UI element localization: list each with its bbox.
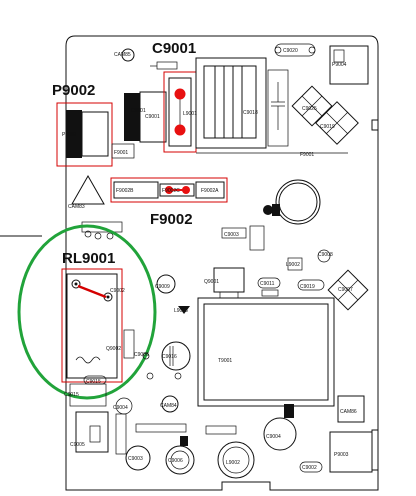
cam86-part: CAM86 bbox=[337, 395, 365, 423]
c9008-label: C9008 bbox=[318, 252, 333, 258]
p9003-connector: P9003 bbox=[329, 431, 373, 473]
board-outline bbox=[65, 35, 379, 491]
p9002-connector: P9002 bbox=[56, 102, 113, 167]
t9001-transformer: T9001 bbox=[197, 297, 335, 407]
cam86-label: CAM86 bbox=[340, 409, 357, 415]
bulk-capacitor bbox=[263, 179, 321, 225]
c9004-bottom: C9004 bbox=[263, 404, 297, 451]
vertical-cap bbox=[267, 69, 289, 147]
c9003-bottom: C9003 bbox=[125, 445, 151, 471]
bottom-bars bbox=[115, 413, 237, 455]
l9002-bottom-label: L9002 bbox=[226, 460, 240, 466]
p9002-callout-label: P9002 bbox=[52, 82, 95, 99]
p9003-label: P9003 bbox=[334, 452, 349, 458]
cam83-label: CAM83 bbox=[68, 204, 85, 210]
p9002-inner-label: P9002 bbox=[62, 132, 77, 138]
c9001-capacitor: C9001 C9001 bbox=[124, 91, 167, 143]
rl9001-relay: C9002 bbox=[61, 268, 125, 383]
c9011-label: C9011 bbox=[260, 281, 275, 287]
c9005-label: C9005 bbox=[70, 442, 85, 448]
p9004-part: P9004 bbox=[329, 45, 369, 85]
l9002-bottom: L9002 bbox=[217, 441, 255, 479]
f9002-fuse: F9002B F9002C F9002A bbox=[110, 177, 228, 203]
c9019b-label: C9019 bbox=[300, 284, 315, 290]
c9007-part: C9007 bbox=[327, 269, 369, 311]
c9001-inner-label: C9001 bbox=[145, 114, 160, 120]
f9002c-label: F9002C bbox=[162, 188, 180, 194]
f9002-callout-label: F9002 bbox=[150, 211, 193, 228]
c9019b-part: C9019 bbox=[297, 279, 325, 291]
c9001-label-group: C9001 bbox=[152, 40, 196, 57]
l9002-part: L9002 C9008 bbox=[286, 249, 333, 271]
l9001-top-dot bbox=[174, 88, 186, 100]
c9009-part: C9009 bbox=[155, 274, 176, 294]
t9001-label: T9001 bbox=[218, 358, 232, 364]
c9015-label: C9015 bbox=[86, 379, 101, 385]
c9016-part: C9016 bbox=[146, 341, 191, 380]
c9025-part: C9025 bbox=[291, 85, 333, 127]
c9004-part: C9004 bbox=[113, 397, 133, 415]
c9025-label: C9025 bbox=[302, 106, 317, 112]
f9002b-label: F9002B bbox=[116, 188, 134, 194]
c9007-label: C9007 bbox=[338, 287, 353, 293]
p9004-label: P9004 bbox=[332, 62, 347, 68]
board-right-step bbox=[371, 119, 378, 131]
rl9001-pin-label: C9002 bbox=[110, 288, 125, 294]
c9002-label: C9002 bbox=[302, 465, 317, 471]
c9004-label: C9004 bbox=[113, 405, 128, 411]
c9003-part: C9003 bbox=[221, 225, 265, 251]
f9002a-label: F9002A bbox=[201, 188, 219, 194]
c9006-small-label: C9006 bbox=[134, 352, 149, 358]
c9018-transformer: C9018 bbox=[195, 57, 267, 149]
q9001-label: Q9001 bbox=[204, 279, 219, 285]
cam84-part: CAM84 bbox=[160, 395, 179, 413]
cam85-part: CAM85 bbox=[114, 48, 135, 62]
f9001-label: F9001 bbox=[114, 150, 128, 156]
l9003-label: L9003 bbox=[174, 308, 188, 314]
top-small-part bbox=[150, 61, 178, 70]
cam83-marker: CAM83 bbox=[68, 174, 105, 210]
c9018-label: C9018 bbox=[243, 110, 258, 116]
q9001-part: Q9001 bbox=[204, 267, 245, 298]
rl9001-highlight-ellipse bbox=[17, 224, 157, 400]
c9020-label: C9020 bbox=[283, 48, 298, 54]
c9003-label: C9003 bbox=[224, 232, 239, 238]
f9001-part: F9001 bbox=[111, 143, 135, 159]
q9002-label: Q9002 bbox=[106, 346, 121, 352]
bottom-small-part: C9002 bbox=[299, 461, 323, 473]
c9016-label: C9016 bbox=[162, 354, 177, 360]
rl9001-callout-label: RL9001 bbox=[62, 250, 115, 267]
c9020-part: C9020 bbox=[274, 43, 316, 57]
c9015-part: C9015 C9015 bbox=[64, 375, 107, 407]
c9019-part: C9019 bbox=[315, 101, 359, 145]
c9011-part: C9011 bbox=[257, 277, 281, 297]
l9002-label: L9002 bbox=[286, 262, 300, 268]
c9006-part: C9006 bbox=[165, 436, 195, 475]
c9001-side-label: C9001 bbox=[131, 108, 146, 114]
q9002-part: Q9002 C9006 bbox=[106, 329, 150, 360]
small-parts-row bbox=[81, 221, 123, 240]
l9001-filter: L9001 bbox=[163, 71, 197, 153]
cam85-label: CAM85 bbox=[114, 52, 131, 58]
trace-label: F9001 bbox=[300, 152, 314, 158]
l9003-part: L9003 bbox=[174, 306, 190, 314]
l9001-bottom-dot bbox=[174, 124, 186, 136]
c9003-bottom-label: C9003 bbox=[128, 456, 143, 462]
bottom-left-connector: C9005 bbox=[70, 411, 109, 453]
c9009-label: C9009 bbox=[155, 284, 170, 290]
c9004-bottom-label: C9004 bbox=[266, 434, 281, 440]
c9019-label: C9019 bbox=[320, 124, 335, 130]
c9006-label: C9006 bbox=[168, 458, 183, 464]
c9015-side-label: C9015 bbox=[64, 392, 79, 398]
board-right-step-2 bbox=[371, 429, 378, 471]
c9001-callout-label: C9001 bbox=[152, 40, 196, 57]
cam84-label: CAM84 bbox=[160, 403, 177, 409]
l9001-label: L9001 bbox=[183, 111, 197, 117]
